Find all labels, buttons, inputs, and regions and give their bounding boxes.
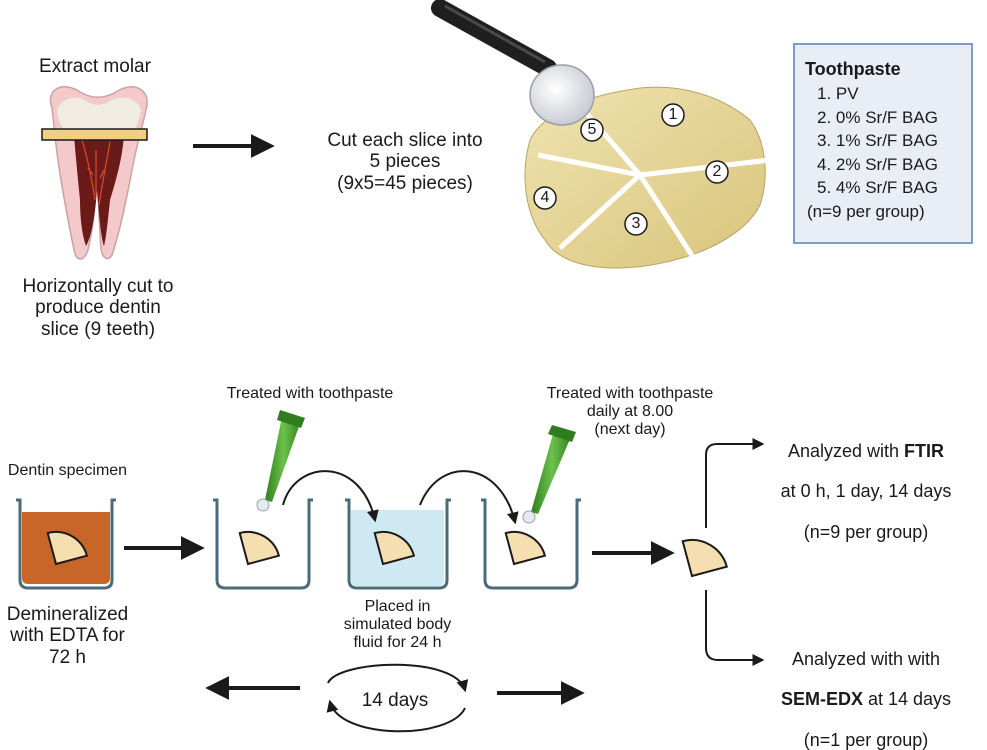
legend-item: 1. PV	[817, 84, 859, 103]
brush-tip-icon	[431, 0, 595, 126]
horizontal-cut-label: Horizontally cut to produce dentin slice…	[22, 276, 174, 340]
sem-prefix: Analyzed with with	[791, 649, 941, 670]
extract-molar-label: Extract molar	[39, 56, 151, 77]
demineralized-label: Demineralized with EDTA for 72 h	[6, 604, 129, 668]
sem-method: SEM-EDX	[780, 689, 863, 710]
piece-number-5: 5	[587, 121, 597, 138]
cycle-arc-top	[327, 663, 469, 693]
piece-number-3: 3	[631, 215, 641, 232]
sem-sample-size: (n=1 per group)	[803, 729, 929, 750]
sbf-beaker-icon	[345, 498, 451, 590]
toothpaste-applicator-icon	[256, 410, 305, 512]
legend-item: 5. 4% Sr/F BAG	[817, 178, 938, 197]
curve-arrow-to-sbf	[282, 470, 379, 523]
final-specimen-icon	[681, 539, 728, 578]
ftir-prefix: Analyzed with	[787, 441, 905, 462]
cut-slice-label: Cut each slice into 5 pieces (9x5=45 pie…	[327, 130, 483, 194]
sem-analysis-text: Analyzed with with SEM-EDX at 14 days (n…	[750, 629, 982, 750]
legend-item: 2. 0% Sr/F BAG	[817, 107, 938, 127]
dentin-specimen-label: Dentin specimen	[7, 462, 128, 479]
ftir-timepoints: at 0 h, 1 day, 14 days	[780, 481, 952, 502]
legend-item: 4. 2% Sr/F BAG	[817, 154, 938, 174]
edta-beaker-icon	[16, 498, 116, 590]
treated-first-label: Treated with toothpaste	[226, 385, 394, 402]
piece-number-2: 2	[712, 163, 722, 180]
cut-plane-band	[41, 128, 148, 141]
placed-sbf-label: Placed in simulated body fluid for 24 h	[343, 598, 452, 651]
toothpaste-applicator-2-icon	[522, 425, 576, 524]
cycle-days-label: 14 days	[361, 690, 429, 711]
arrow-to-sem	[705, 590, 765, 666]
piece-number-4: 4	[540, 189, 550, 206]
sem-timepoint: at 14 days	[862, 689, 952, 710]
piece-number-circles	[533, 103, 729, 236]
curve-arrow-to-treat	[419, 470, 519, 525]
treated-daily-label: Treated with toothpaste daily at 8.00 (n…	[546, 385, 714, 438]
ftir-sample-size: (n=9 per group)	[803, 521, 929, 542]
ftir-method: FTIR	[904, 441, 945, 462]
toothpaste-legend: Toothpaste 1. PV 2. 0% Sr/F BAG 3. 1% Sr…	[793, 43, 973, 244]
treatment-beaker-2-icon	[481, 498, 581, 590]
legend-note: (n=9 per group)	[807, 201, 925, 221]
arrow-to-ftir	[705, 438, 765, 528]
molar-tooth-icon	[49, 86, 148, 260]
treatment-beaker-1-icon	[213, 498, 313, 590]
cycle-arc-bottom	[326, 699, 466, 733]
ftir-analysis-text: Analyzed with FTIR at 0 h, 1 day, 14 day…	[750, 421, 982, 542]
legend-title: Toothpaste	[805, 59, 901, 79]
piece-number-1: 1	[668, 106, 678, 123]
legend-item: 3. 1% Sr/F BAG	[817, 131, 938, 150]
